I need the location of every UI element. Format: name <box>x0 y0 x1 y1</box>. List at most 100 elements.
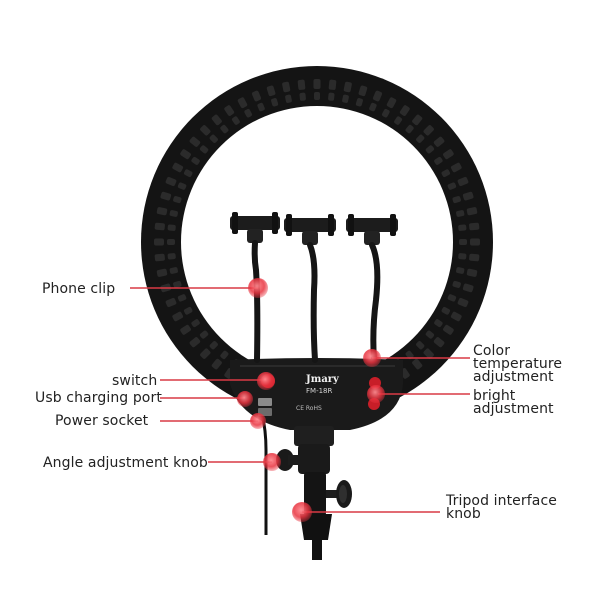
ring-texture-bump <box>177 182 187 190</box>
label-usb-port: Usb charging port <box>35 390 162 406</box>
ring-texture-bump <box>423 125 434 136</box>
ring-texture-bump <box>458 224 467 231</box>
ring-texture-bump <box>189 136 201 147</box>
label-bright-line: bright <box>473 388 516 404</box>
ring-texture-bump <box>285 94 292 103</box>
phone-holder-icon <box>346 214 398 245</box>
tripod-knob-icon <box>326 480 352 508</box>
ring-texture-bump <box>266 85 276 97</box>
ring-texture-bump <box>328 79 337 90</box>
ring-texture-bump <box>231 116 240 125</box>
angle-knob-icon <box>276 449 300 471</box>
label-bright-line: adjustment <box>473 401 554 417</box>
ring-texture-bump <box>343 81 352 93</box>
ring-texture-bump <box>405 124 414 134</box>
ring-texture-bump <box>433 136 445 147</box>
ring-texture-bump <box>199 145 209 154</box>
ring-texture-bump <box>443 324 454 335</box>
ring-texture-bump <box>459 239 467 245</box>
ring-texture-bump <box>462 283 474 293</box>
ring-texture-bump <box>200 125 211 136</box>
ring-texture-bump <box>457 297 469 308</box>
ring-texture-bump <box>456 267 465 274</box>
ring-texture-bump <box>405 350 414 360</box>
callout-dot <box>257 372 275 390</box>
gooseneck-icon <box>369 242 381 363</box>
ring-texture-bump <box>466 207 478 216</box>
label-color-temp-line: Color <box>473 343 511 359</box>
ring-texture-bump <box>169 267 178 274</box>
callout-dot <box>292 502 312 522</box>
label-tripod-line: knob <box>446 506 481 522</box>
ring-texture-bump <box>441 169 451 178</box>
ring-texture-bump <box>180 324 191 335</box>
phone-holder-icon <box>284 214 336 245</box>
ring-texture-bump <box>154 222 165 231</box>
callout-dots <box>237 278 385 522</box>
label-tripod: Tripod interface knob <box>446 494 557 522</box>
ring-texture-bump <box>172 311 184 322</box>
ring-texture-bump <box>416 134 425 143</box>
ring-texture-bump <box>165 176 177 187</box>
ring-texture-bump <box>183 306 193 315</box>
callout-dot <box>250 413 266 429</box>
ring-texture-bump <box>328 92 335 101</box>
ring-texture-bump <box>220 124 229 134</box>
ring-texture-bump <box>251 90 262 102</box>
ring-texture-bump <box>372 90 383 102</box>
ring-texture-bump <box>457 176 469 187</box>
ring-texture-bump <box>167 239 175 245</box>
ring-texture-bump <box>211 358 222 370</box>
ring-texture-bump <box>297 79 306 90</box>
ring-texture-bump <box>386 97 397 109</box>
ring-texture-bump <box>462 191 474 201</box>
ring-texture-bump <box>177 294 187 302</box>
ring-texture-bump <box>244 108 253 118</box>
ring-texture-bump <box>224 105 235 116</box>
ring-texture-bump <box>434 156 443 165</box>
ring-texture-bump <box>433 337 445 348</box>
phone-holder-icon <box>230 212 280 243</box>
gooseneck-icon <box>307 242 318 363</box>
label-power-socket: Power socket <box>55 413 149 429</box>
ring-texture-bump <box>200 348 211 359</box>
ring-texture-bump <box>456 210 465 217</box>
ring-texture-bump <box>452 196 461 204</box>
label-bright: bright adjustment <box>473 388 554 417</box>
callout-lines <box>130 287 470 513</box>
label-color-temp-line: temperature <box>473 356 563 372</box>
usb-port-icon <box>258 398 272 406</box>
callout-dot <box>363 349 381 367</box>
ring-texture-bump <box>173 196 182 204</box>
ring-texture-bump <box>167 224 176 231</box>
ring-texture-bump <box>189 337 201 348</box>
ring-texture-bump <box>412 358 423 370</box>
ring-texture-bump <box>282 81 291 93</box>
ring-texture-bump <box>447 294 457 302</box>
power-cable <box>260 413 268 535</box>
ring-texture-bump <box>369 102 377 112</box>
ring-texture-bump <box>381 108 390 118</box>
ring-texture-bump <box>165 297 177 308</box>
ring-texture-bump <box>466 268 478 277</box>
ring-texture-bump <box>160 191 172 201</box>
ring-texture-bump <box>209 134 218 143</box>
ring-texture-bump <box>314 92 320 100</box>
gooseneck-icon <box>251 240 261 363</box>
ring-texture-bump <box>167 253 176 260</box>
ring-texture-bump <box>183 169 193 178</box>
ring-texture-bump <box>169 210 178 217</box>
ring-texture-bump <box>423 348 434 359</box>
label-color-temp-line: adjustment <box>473 369 554 385</box>
ring-texture-bump <box>425 145 435 154</box>
ring-texture-bump <box>342 94 349 103</box>
callout-dot <box>367 385 385 403</box>
base-printing: Jmary FM-18R CE RoHS <box>296 374 340 412</box>
cert-marks: CE RoHS <box>296 405 322 412</box>
ring-texture-bump <box>172 162 184 173</box>
ring-texture-bump <box>434 319 443 328</box>
ring-texture-bump <box>154 253 165 262</box>
ring-texture-bump <box>425 330 435 339</box>
